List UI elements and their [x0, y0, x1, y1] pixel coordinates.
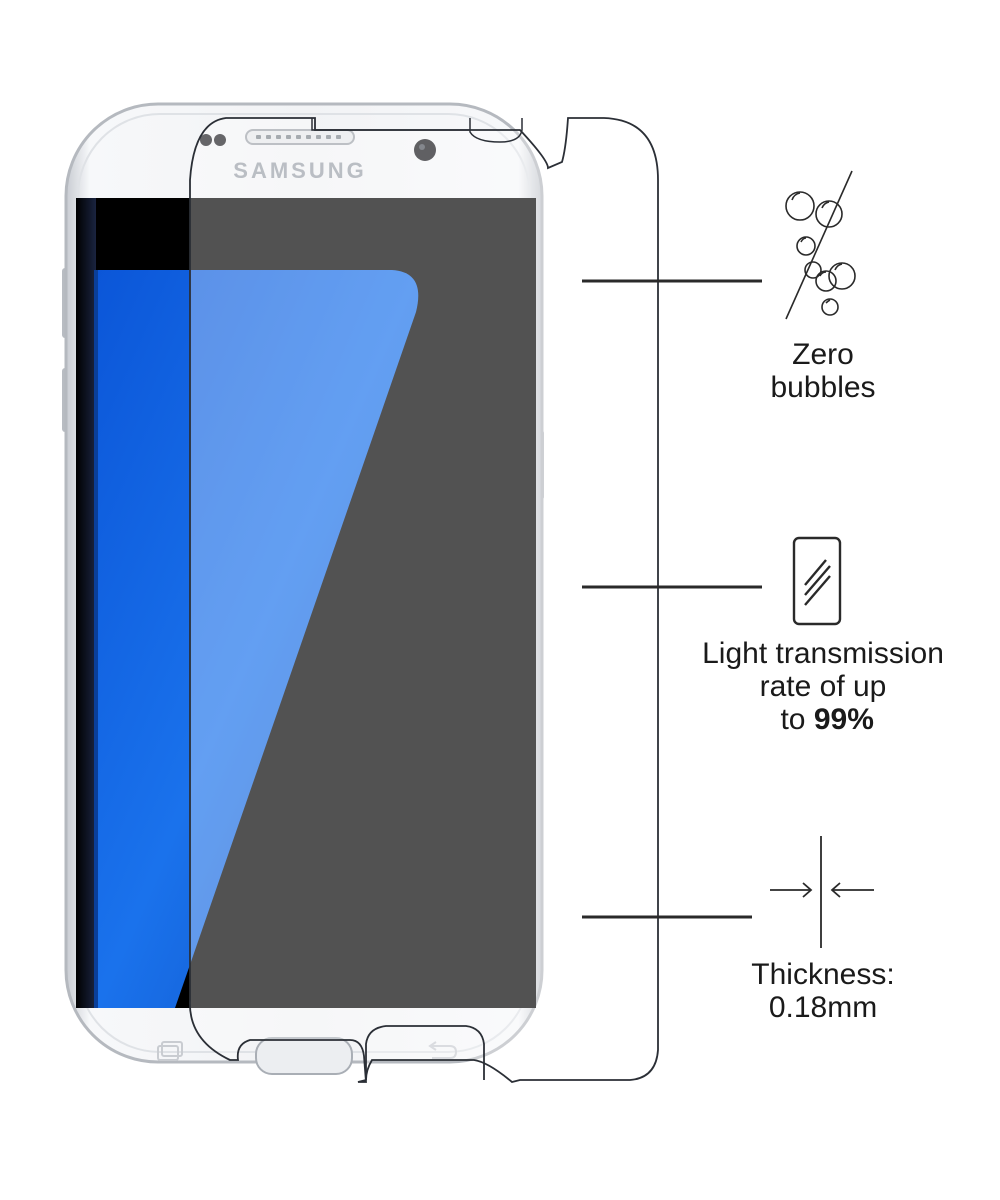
feature-thickness: Thickness: 0.18mm — [720, 958, 926, 1024]
feature-line: Light transmission — [702, 637, 944, 670]
back-key-icon — [428, 1041, 458, 1059]
transmission-rate-value: 99% — [813, 703, 874, 736]
protector-home-cutout — [365, 1025, 485, 1080]
feature-line-prefix: to — [780, 703, 814, 736]
feature-line: Zero — [792, 338, 854, 371]
feature-zero-bubbles: Zero bubbles — [720, 338, 926, 404]
sensor-dot-2 — [214, 134, 226, 146]
protector-sensor-notch — [311, 118, 470, 131]
bubbles-crossed-icon — [785, 170, 856, 320]
recents-key-icon — [157, 1041, 183, 1061]
feature-line: rate of up — [759, 670, 887, 703]
home-button — [255, 1037, 353, 1075]
screen-wallpaper-blue — [96, 270, 419, 1008]
phone: SAMSUNG — [62, 102, 544, 1075]
thickness-arrows-icon — [770, 836, 874, 948]
speaker-grill — [256, 135, 341, 139]
screen-protector — [189, 117, 659, 1083]
feature-line: 0.18mm — [768, 991, 878, 1024]
feature-light-transmission: Light transmission rate of up to 99% — [680, 637, 966, 736]
brand-logo: SAMSUNG — [233, 158, 366, 183]
screen-left-curve — [76, 198, 96, 1008]
phone-glass-icon — [792, 536, 842, 626]
front-camera — [414, 139, 436, 161]
feature-line: bubbles — [770, 371, 876, 404]
sensor-dot-1 — [200, 134, 212, 146]
feature-line: Thickness: — [751, 958, 895, 991]
feature-line: to 99% — [680, 703, 966, 736]
protector-camera-cutout — [469, 118, 523, 143]
